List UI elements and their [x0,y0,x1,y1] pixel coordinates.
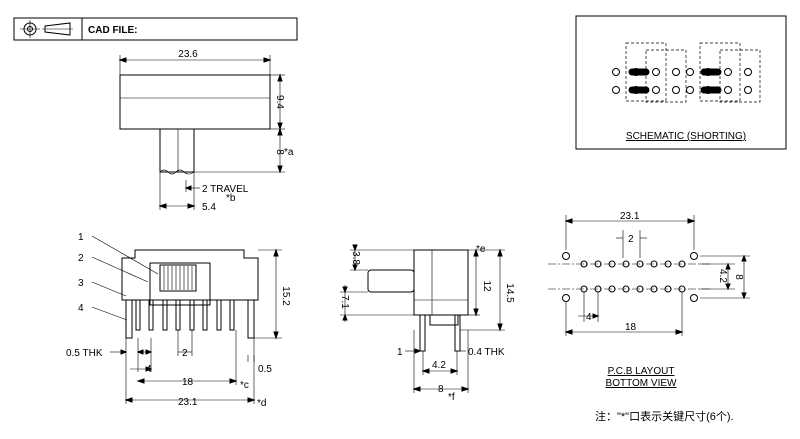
key-dimension-note: 注："*"口表示关键尺寸(6个). [595,409,734,423]
front-pin-gap-label: 4 [146,364,152,375]
top-body-height-label: 9.4 [274,95,285,109]
pcb-layout: 23.1 2 [548,211,750,389]
top-view: 23.6 9.4 8 *a 2 TRAVEL *b 5.4 [118,49,294,213]
side-total-height-label: 14.5 [504,283,515,303]
side-lead-thickness-label: 0.4 THK [468,347,505,358]
schematic-title: SCHEMATIC (SHORTING) [626,131,746,142]
callout-2: 2 [78,253,84,264]
front-span-inner-label: 18 [182,377,194,388]
front-view: 1 2 3 4 15.2 0.5 THK 4 2 0.5 18 *c [66,232,291,409]
actuator-width-label: 5.4 [202,202,216,213]
callout-4: 4 [78,303,84,314]
front-thickness-label: 0.5 THK [66,348,103,359]
schematic-drawing [612,42,761,103]
pcb-pitch-label: 2 [628,234,634,245]
front-pitch-label: 2 [182,348,188,359]
top-actuator-height-label: 8 [274,149,285,155]
side-body-height-label: 12 [481,280,492,292]
front-height-label: 15.2 [280,286,291,306]
cad-file-label: CAD FILE: [88,25,137,36]
pcb-mount-holes [562,252,698,302]
pcb-mount-offset-label: 4 [586,312,592,323]
side-lead-pitch-label: 4.2 [432,360,446,371]
pcb-mount-span-label: 18 [625,322,637,333]
side-view: 3.8 7.1 12 14.5 *e 1 0.4 THK 4.2 8 *f [339,244,515,403]
pcb-title-line2: BOTTOM VIEW [606,378,677,389]
pcb-height-label: 8 [733,274,744,280]
schematic-panel: SCHEMATIC (SHORTING) [575,15,787,150]
callout-3: 3 [78,278,84,289]
side-actuator-label: 3.8 [350,251,361,265]
side-base-note: *f [448,392,455,403]
side-base-width-label: 8 [438,384,444,395]
side-actuator-offset-label: 7.1 [339,295,350,309]
callout-1: 1 [78,232,84,243]
front-span-outer-note: *d [257,398,266,409]
projection-symbol-icon [20,20,73,38]
travel-label: 2 TRAVEL [202,184,249,195]
top-actuator-note: *a [284,147,294,158]
pcb-row-gap-label: 4.2 [717,269,728,283]
actuator-knob-hatch [163,266,193,290]
front-span-outer-label: 23.1 [178,397,198,408]
pcb-title-line1: P.C.B LAYOUT [608,366,675,377]
schematic-shorting-bars [628,68,722,94]
pcb-pads [580,260,686,293]
travel-note: *b [226,193,236,204]
pcb-width-label: 23.1 [620,211,640,222]
side-total-note: *e [476,244,486,255]
title-block: CAD FILE: [13,17,298,41]
front-pins [125,299,255,339]
front-span-inner-note: *c [240,380,249,391]
side-lead-width-label: 1 [397,347,403,358]
front-terminal-label: 0.5 [258,364,272,375]
top-width-label: 23.6 [178,49,198,60]
